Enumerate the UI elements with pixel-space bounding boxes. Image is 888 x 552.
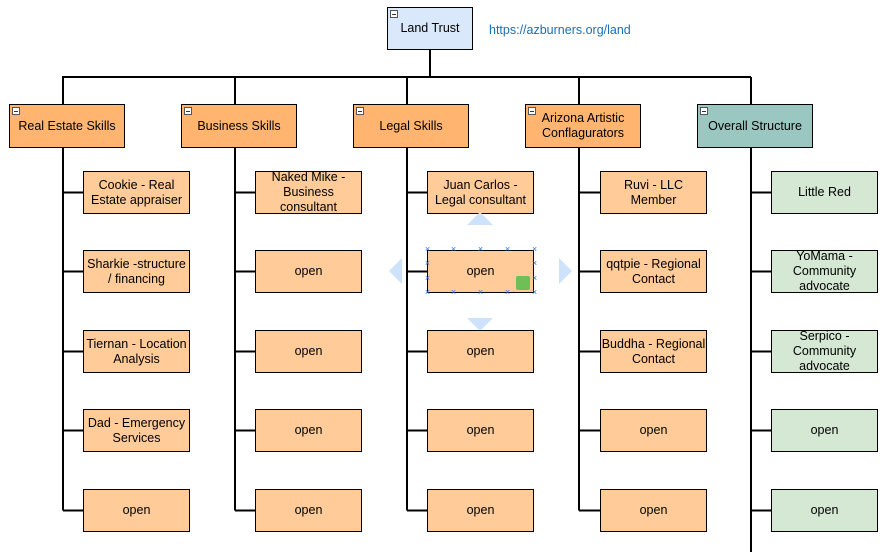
category-node-1[interactable]: Business Skills: [181, 104, 297, 148]
category-node-label: Real Estate Skills: [18, 118, 116, 133]
resize-handle[interactable]: ×: [450, 287, 457, 297]
category-node-label: Business Skills: [197, 118, 281, 133]
open-role-node[interactable]: open: [427, 250, 534, 293]
member-node-label: Buddha - Regional Contact: [601, 336, 706, 366]
member-node-label: open: [294, 503, 323, 517]
arrow-left-icon[interactable]: [389, 258, 402, 284]
member-node-label: open: [122, 503, 151, 517]
member-node-label: Ruvi - LLC Member: [623, 177, 684, 207]
open-role-node[interactable]: open: [427, 489, 534, 532]
resize-handle[interactable]: ×: [531, 244, 538, 254]
member-node[interactable]: Ruvi - LLC Member: [600, 171, 707, 214]
member-node[interactable]: YoMama - Community advocate: [771, 249, 878, 293]
member-node[interactable]: Cookie - Real Estate appraiser: [83, 171, 190, 214]
resize-handle[interactable]: ×: [531, 287, 538, 297]
open-role-node[interactable]: open: [255, 409, 362, 452]
collapse-icon[interactable]: [390, 10, 398, 18]
member-node-label: Cookie - Real Estate appraiser: [90, 177, 183, 207]
collapse-icon[interactable]: [12, 107, 20, 115]
member-node[interactable]: Naked Mike - Business consultant: [255, 170, 362, 214]
member-node-label: Dad - Emergency Services: [87, 415, 186, 445]
category-node-label: Overall Structure: [708, 118, 802, 133]
member-node[interactable]: Juan Carlos - Legal consultant: [427, 171, 534, 214]
open-role-node[interactable]: open: [427, 409, 534, 452]
resize-handle[interactable]: ×: [477, 244, 484, 254]
member-node[interactable]: Tiernan - Location Analysis: [83, 330, 190, 373]
move-handle-icon[interactable]: [516, 276, 530, 290]
arrow-down-icon[interactable]: [467, 318, 493, 331]
open-role-node[interactable]: open: [255, 250, 362, 293]
open-role-node[interactable]: open: [600, 409, 707, 452]
category-node-3[interactable]: Arizona Artistic Conflagurators: [525, 104, 641, 148]
member-node-label: open: [466, 503, 495, 517]
member-node-label: Tiernan - Location Analysis: [86, 336, 187, 366]
arrow-right-icon[interactable]: [559, 258, 572, 284]
open-role-node[interactable]: open: [771, 409, 878, 452]
collapse-icon[interactable]: [528, 107, 536, 115]
member-node-label: open: [639, 503, 668, 517]
resize-handle[interactable]: ×: [424, 258, 431, 268]
member-node-label: qqtpie - Regional Contact: [606, 256, 701, 286]
member-node-label: Naked Mike - Business consultant: [271, 170, 346, 214]
resize-handle[interactable]: ×: [477, 287, 484, 297]
member-node-label: open: [466, 344, 495, 358]
open-role-node[interactable]: open: [600, 489, 707, 532]
resize-handle[interactable]: ×: [450, 244, 457, 254]
root-node-label: Land Trust: [400, 21, 460, 35]
resize-handle[interactable]: ×: [424, 287, 431, 297]
member-node-label: Little Red: [798, 185, 851, 199]
resize-handle[interactable]: ×: [531, 258, 538, 268]
member-node-label: open: [466, 264, 495, 278]
open-role-node[interactable]: open: [83, 489, 190, 532]
member-node-label: open: [639, 423, 668, 437]
member-node-label: open: [810, 423, 839, 437]
category-node-4[interactable]: Overall Structure: [697, 104, 813, 148]
collapse-icon[interactable]: [184, 107, 192, 115]
member-node-label: Serpico - Community advocate: [792, 329, 857, 373]
root-node[interactable]: Land Trust: [387, 7, 473, 50]
open-role-node[interactable]: open: [771, 489, 878, 532]
resize-handle[interactable]: ×: [424, 244, 431, 254]
member-node[interactable]: Dad - Emergency Services: [83, 409, 190, 452]
member-node-label: YoMama - Community advocate: [792, 249, 857, 293]
member-node-label: Sharkie -structure / financing: [87, 256, 186, 286]
member-node[interactable]: Sharkie -structure / financing: [83, 250, 190, 293]
category-node-2[interactable]: Legal Skills: [353, 104, 469, 148]
member-node-label: open: [810, 503, 839, 517]
category-node-label: Legal Skills: [379, 118, 443, 133]
category-node-label: Arizona Artistic Conflagurators: [541, 111, 625, 140]
open-role-node[interactable]: open: [427, 330, 534, 373]
collapse-icon[interactable]: [356, 107, 364, 115]
member-node[interactable]: qqtpie - Regional Contact: [600, 250, 707, 293]
collapse-icon[interactable]: [700, 107, 708, 115]
resize-handle[interactable]: ×: [504, 287, 511, 297]
member-node[interactable]: Buddha - Regional Contact: [600, 330, 707, 373]
root-url-link[interactable]: https://azburners.org/land: [489, 23, 631, 37]
member-node-label: open: [294, 344, 323, 358]
arrow-up-icon[interactable]: [467, 212, 493, 225]
resize-handle[interactable]: ×: [531, 273, 538, 283]
member-node[interactable]: Little Red: [771, 171, 878, 214]
member-node-label: open: [294, 423, 323, 437]
member-node-label: open: [294, 264, 323, 278]
open-role-node[interactable]: open: [255, 330, 362, 373]
category-node-0[interactable]: Real Estate Skills: [9, 104, 125, 148]
resize-handle[interactable]: ×: [424, 273, 431, 283]
member-node-label: open: [466, 423, 495, 437]
resize-handle[interactable]: ×: [504, 244, 511, 254]
member-node[interactable]: Serpico - Community advocate: [771, 329, 878, 373]
member-node-label: Juan Carlos - Legal consultant: [434, 177, 527, 207]
open-role-node[interactable]: open: [255, 489, 362, 532]
